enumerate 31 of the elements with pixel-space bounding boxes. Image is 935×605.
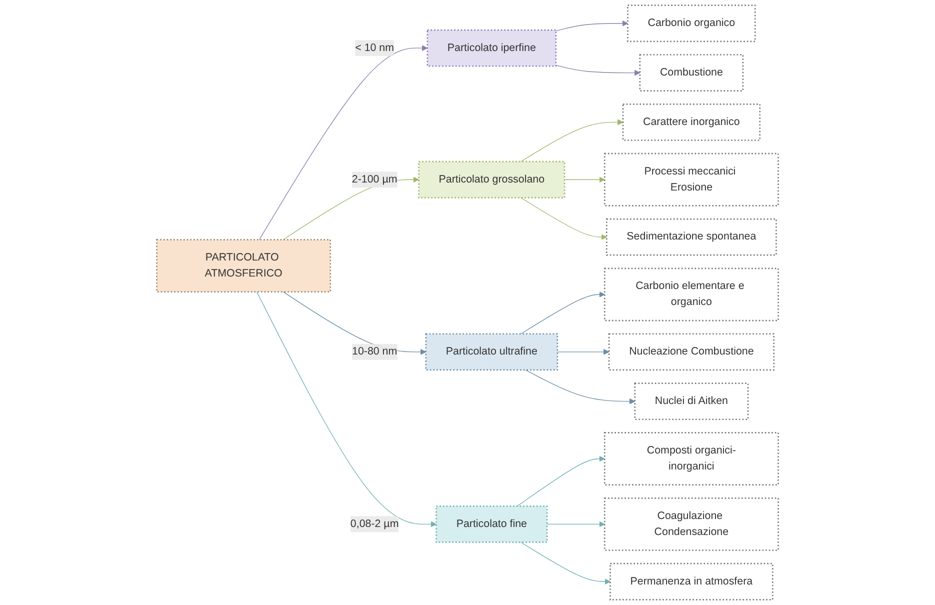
node-box: Coagulazione Condensazione bbox=[604, 497, 779, 551]
edge-label: < 10 nm bbox=[355, 42, 394, 54]
arrow bbox=[556, 20, 628, 32]
node-box: Nuclei di Aitken bbox=[634, 382, 749, 420]
node-box: Composti organici-inorganici bbox=[604, 432, 779, 486]
arrow bbox=[564, 176, 605, 183]
arrow bbox=[525, 370, 636, 404]
arrow bbox=[520, 292, 605, 334]
node-box: Combustione bbox=[639, 54, 744, 92]
arrow bbox=[516, 456, 605, 506]
edge-label: 0,08-2 µm bbox=[350, 518, 399, 530]
node-box: Nucleazione Combustione bbox=[608, 333, 774, 371]
arrow bbox=[546, 521, 605, 528]
arrow bbox=[556, 64, 640, 76]
node-box: Carattere inorganico bbox=[622, 104, 761, 141]
node-box: PARTICOLATO ATMOSFERICO bbox=[156, 239, 332, 292]
node-box: Permanenza in atmosfera bbox=[610, 562, 774, 600]
node-box: Particolato ultrafine bbox=[425, 333, 558, 371]
node-box: Processi meccanici Erosione bbox=[604, 152, 779, 206]
node-box: Particolato iperfine bbox=[426, 29, 557, 67]
node-box: Carbonio elementare e organico bbox=[604, 268, 779, 322]
node-box: Particolato grossolano bbox=[418, 160, 566, 198]
edge-label: 2-100 µm bbox=[352, 174, 398, 185]
arrow bbox=[520, 197, 607, 240]
arrow bbox=[520, 119, 624, 162]
edge-label: 10-80 nm bbox=[352, 346, 398, 358]
node-box: Sedimentazione spontanea bbox=[606, 218, 777, 256]
node-box: Carbonio organico bbox=[627, 4, 756, 42]
node-box: Particolato fine bbox=[436, 506, 548, 543]
arrow bbox=[557, 348, 610, 355]
arrow bbox=[520, 542, 610, 585]
